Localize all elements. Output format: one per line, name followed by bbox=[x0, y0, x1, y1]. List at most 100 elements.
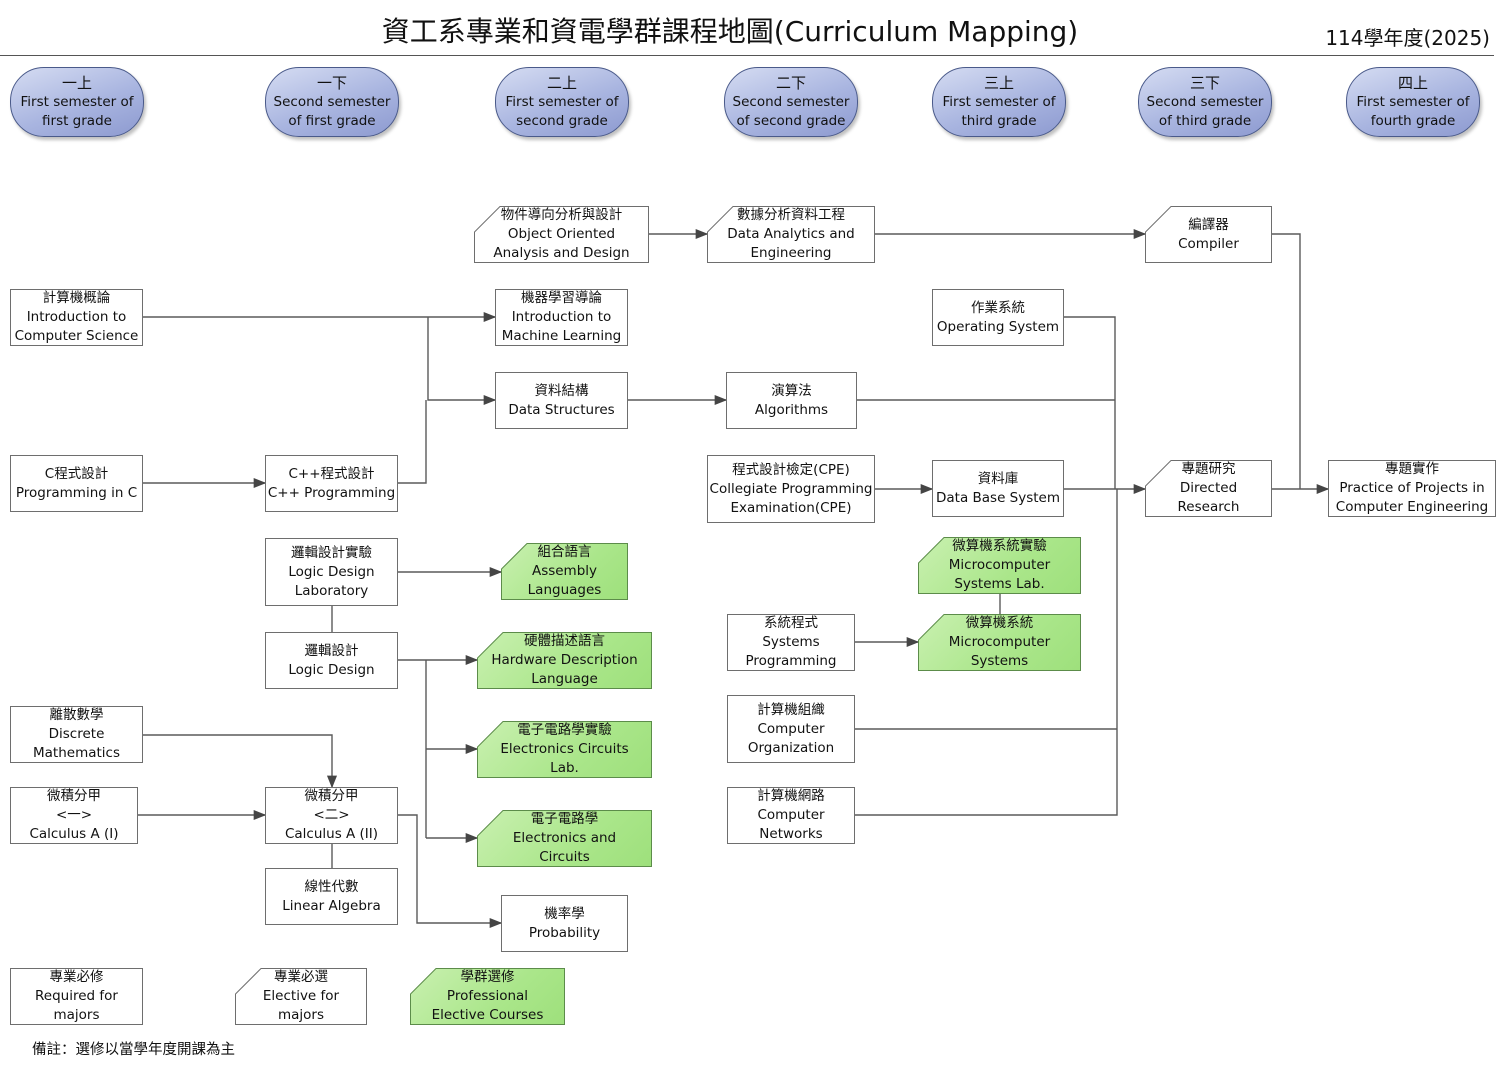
course-name-zh: 線性代數 bbox=[304, 878, 359, 895]
connector-compiler-to-project bbox=[1272, 233, 1301, 489]
course-name-zh: 資料結構 bbox=[534, 382, 589, 399]
course-name-en: Linear Algebra bbox=[282, 897, 381, 914]
course-name-en: Computer bbox=[757, 720, 825, 737]
course-name-zh: 微算機系統實驗 bbox=[952, 538, 1047, 554]
course-name-zh: 微算機系統 bbox=[965, 615, 1034, 631]
course-db: 資料庫 Data Base System bbox=[932, 460, 1064, 517]
semester-label-zh: 二上 bbox=[546, 73, 577, 92]
semester-label-en1: First semester of bbox=[1356, 93, 1470, 110]
course-name-en: <一> bbox=[55, 807, 93, 823]
course-name-en: Professional bbox=[446, 988, 529, 1004]
course-name-en: Examination(CPE) bbox=[730, 499, 852, 516]
course-name-zh: 邏輯設計實驗 bbox=[291, 544, 372, 561]
semester-label-zh: 三下 bbox=[1189, 73, 1220, 92]
legend-elective: 專業必選 Elective for majors bbox=[235, 968, 367, 1025]
course-name-en: Introduction to bbox=[26, 309, 127, 325]
course-name-zh: 微積分甲 bbox=[47, 788, 101, 804]
semester-label-en1: Second semester bbox=[1146, 93, 1264, 110]
course-name-en: Mathematics bbox=[33, 745, 120, 761]
course-name-en: Research bbox=[1177, 499, 1240, 515]
course-name-en: Compiler bbox=[1178, 235, 1239, 252]
course-name-en: Microcomputer bbox=[948, 557, 1051, 573]
course-name-zh: 計算機概論 bbox=[42, 290, 111, 306]
course-name-en: Elective Courses bbox=[431, 1007, 544, 1023]
course-name-zh: 計算機組織 bbox=[757, 701, 825, 718]
course-name-en: Computer bbox=[757, 807, 825, 823]
course-name-en: Computer Engineering bbox=[1335, 499, 1489, 515]
course-name-en: Machine Learning bbox=[501, 328, 622, 344]
connector-os-to-bus bbox=[1064, 316, 1116, 489]
course-name-zh: 專題實作 bbox=[1385, 461, 1439, 477]
course-name-en: Calculus A (I) bbox=[29, 826, 119, 842]
course-name-en: Operating System bbox=[936, 318, 1060, 335]
semester-label-en1: Second semester bbox=[273, 93, 391, 110]
course-name-en: Elective for bbox=[262, 988, 340, 1004]
course-name-en: Data Structures bbox=[508, 401, 615, 418]
course-name-en: Systems Lab. bbox=[954, 576, 1045, 592]
course-calc2: 微積分甲<二>Calculus A (II) bbox=[265, 787, 398, 844]
semester-label-en2: of third grade bbox=[1158, 112, 1252, 129]
semester-label-en2: of first grade bbox=[288, 112, 376, 129]
course-name-en: Probability bbox=[528, 924, 601, 941]
course-name-en: Logic Design bbox=[288, 563, 375, 580]
course-name-zh: 程式設計檢定(CPE) bbox=[732, 461, 850, 478]
course-name-en: Systems bbox=[762, 634, 820, 650]
course-name-en: Organization bbox=[747, 739, 835, 756]
course-name-en: Electronics and bbox=[512, 830, 617, 846]
course-name-en: Data Base System bbox=[935, 489, 1061, 506]
course-name-en: majors bbox=[277, 1007, 325, 1023]
course-name-zh: 專業必選 bbox=[274, 969, 328, 985]
course-name-en: majors bbox=[53, 1007, 100, 1023]
semester-label-en2: fourth grade bbox=[1370, 112, 1456, 129]
course-name-zh: 作業系統 bbox=[971, 299, 1025, 316]
course-name-en: Hardware Description bbox=[491, 652, 638, 668]
course-ds: 資料結構 Data Structures bbox=[495, 372, 628, 429]
course-name-en: C++ Programming bbox=[267, 484, 396, 501]
course-name-en: Collegiate Programming bbox=[709, 480, 873, 497]
course-name-zh: 資料庫 bbox=[977, 470, 1019, 487]
connector-discrete-to-calc2 bbox=[143, 734, 338, 789]
course-name-zh: 邏輯設計 bbox=[304, 642, 359, 659]
semester-label-zh: 四上 bbox=[1397, 73, 1428, 92]
course-name-en: Programming bbox=[745, 653, 837, 669]
course-name-zh: 機器學習導論 bbox=[521, 290, 602, 306]
course-name-en: Engineering bbox=[750, 245, 832, 261]
course-linalg: 線性代數 Linear Algebra bbox=[265, 868, 398, 925]
semester-label-en2: second grade bbox=[516, 112, 608, 129]
course-name-en: Systems bbox=[970, 653, 1029, 669]
course-name-en: Circuits bbox=[539, 849, 590, 865]
course-name-zh: 機率學 bbox=[544, 905, 585, 922]
course-calc1: 微積分甲 <一> Calculus A (I) bbox=[10, 787, 138, 844]
course-name-en: Computer Science bbox=[14, 328, 139, 344]
course-name-zh: 系統程式 bbox=[764, 615, 818, 631]
footnote: 備註：選修以當學年度開課為主 bbox=[32, 1042, 235, 1058]
semester-label-en1: First semester of bbox=[20, 93, 134, 110]
semester-label-zh: 一上 bbox=[61, 73, 92, 92]
course-name-en: Algorithms bbox=[754, 401, 829, 418]
course-name-en: Language bbox=[531, 671, 598, 687]
connector-intro-cs-to-ds bbox=[427, 317, 497, 406]
